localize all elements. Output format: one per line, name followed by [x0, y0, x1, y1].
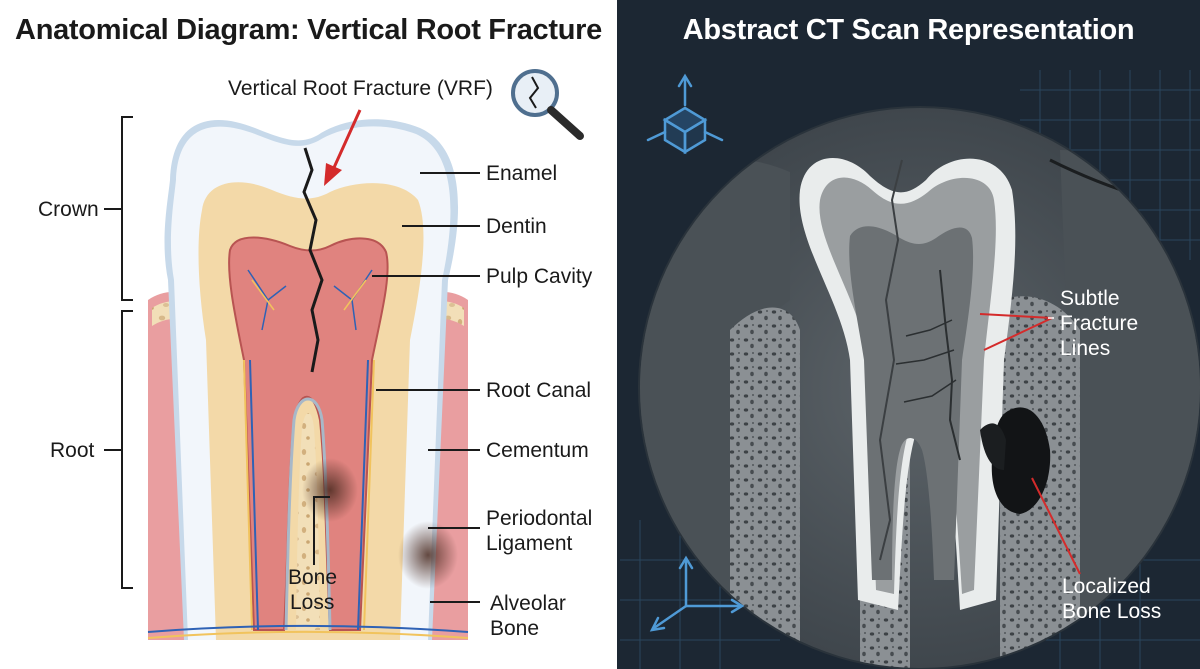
magnifier-icon	[511, 69, 584, 140]
root-canal-wall	[284, 397, 332, 631]
label-bone-loss-line1: Bone	[288, 566, 338, 589]
label-enamel: Enamel	[486, 162, 558, 185]
label-cementum: Cementum	[486, 439, 589, 462]
label-periodontal-line1: Periodontal	[486, 507, 593, 530]
label-dentin: Dentin	[486, 215, 547, 238]
crown-bracket	[104, 116, 133, 301]
label-bone-loss-line2: Loss	[290, 591, 335, 614]
ct-title: Abstract CT Scan Representation	[682, 14, 1135, 46]
fracture-line	[302, 147, 324, 373]
label-fracture-line1: Subtle	[1060, 287, 1120, 310]
label-alveolar-line1: Alveolar	[490, 592, 566, 615]
label-fracture-line3: Lines	[1060, 337, 1111, 360]
ligament-shading	[398, 521, 458, 589]
label-vrf: Vertical Root Fracture (VRF)	[228, 77, 493, 100]
label-periodontal-line2: Ligament	[486, 532, 573, 555]
label-pulp-cavity: Pulp Cavity	[486, 265, 593, 288]
label-fracture-line2: Fracture	[1060, 312, 1139, 335]
label-alveolar-line2: Bone	[490, 617, 540, 640]
tooth-diagram	[147, 119, 469, 641]
ct-scan-circle	[638, 106, 1200, 669]
label-localized-bone-loss-line1: Localized	[1062, 575, 1151, 598]
root-bracket	[104, 310, 133, 589]
label-localized-bone-loss-line2: Bone Loss	[1062, 600, 1162, 623]
bone-loss-shading	[302, 458, 358, 522]
label-crown: Crown	[38, 198, 99, 221]
label-root-canal: Root Canal	[486, 379, 592, 402]
leader-lines-ct	[979, 313, 1081, 575]
anatomical-title: Anatomical Diagram: Vertical Root Fractu…	[15, 14, 602, 46]
leader-lines-left	[313, 172, 480, 603]
axis-gizmo-icon	[646, 73, 724, 155]
axis-gizmo-icon	[649, 555, 745, 632]
label-root: Root	[50, 439, 95, 462]
vrf-arrow	[324, 109, 362, 186]
